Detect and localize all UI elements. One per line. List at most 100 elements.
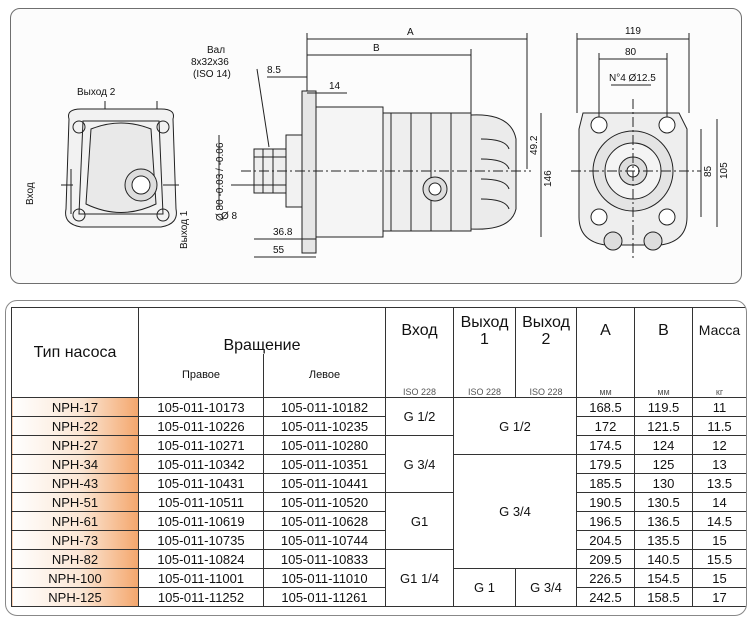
inlet-cell: G1 1/4 (385, 549, 454, 607)
unit-A: мм (576, 353, 635, 398)
dim-a-cell: 174.5 (576, 435, 635, 455)
header-outlet2-label: Выход (522, 313, 570, 331)
dim-b-cell: 158.5 (634, 587, 693, 607)
inlet-cell: G 1/2 (385, 397, 454, 436)
dim-119: 119 (625, 26, 641, 37)
pump-side-view (241, 90, 531, 254)
mass-cell: 17 (692, 587, 746, 607)
diameter-8-label: Ø 8 (221, 211, 238, 222)
dim-b-cell: 130 (634, 473, 693, 493)
dim-b-cell: 154.5 (634, 568, 693, 588)
flange-front-view (571, 99, 701, 259)
header-rotation-left: Левое (263, 353, 386, 398)
model-cell: NPH-27 (11, 435, 139, 455)
unit-outlet1-iso: ISO 228 (453, 353, 516, 398)
outlet2-cell: G 3/4 (515, 568, 577, 607)
port-side-view (61, 101, 179, 228)
right-rotation-code: 105-011-10173 (138, 397, 264, 417)
header-rotation-right: Правое (138, 353, 264, 398)
table-row: NPH-43 105-011-10431 105-011-10441 185.5… (11, 473, 746, 493)
dim-a-cell: 168.5 (576, 397, 635, 417)
right-rotation-code: 105-011-11252 (138, 587, 264, 607)
model-cell: NPH-17 (11, 397, 139, 417)
header-inlet-label: Вход (401, 322, 438, 340)
shaft-std: (ISO 14) (193, 69, 231, 80)
dim-b-cell: 121.5 (634, 416, 693, 436)
right-rotation-code: 105-011-10226 (138, 416, 264, 436)
mass-cell: 15.5 (692, 549, 746, 569)
model-cell: NPH-43 (11, 473, 139, 493)
left-rotation-code: 105-011-11261 (263, 587, 386, 607)
outlet-cell: G 3/4 (453, 454, 577, 569)
right-rotation-code: 105-011-10735 (138, 530, 264, 550)
dim-85: 85 (703, 165, 714, 177)
dim-a-cell: 204.5 (576, 530, 635, 550)
header-rotation: Вращение (138, 307, 386, 354)
right-rotation-code: 105-011-10431 (138, 473, 264, 493)
table-row: NPH-27 105-011-10271 105-011-10280 G 3/4… (11, 435, 746, 493)
dim-a-cell: 196.5 (576, 511, 635, 531)
dim-14: 14 (329, 81, 341, 92)
mass-cell: 12 (692, 435, 746, 455)
table-row: NPH-100 105-011-11001 105-011-11010 G 1 … (11, 568, 746, 607)
dim-a-cell: 209.5 (576, 549, 635, 569)
right-rotation-code: 105-011-10511 (138, 492, 264, 512)
bolt-holes-label: N°4 Ø12.5 (609, 73, 656, 84)
shaft-title: Вал (207, 45, 225, 56)
table-row: NPH-17 105-011-10173 105-011-10182 G 1/2… (11, 397, 746, 455)
outlet1-cell: G 1 (453, 568, 516, 607)
outlet-cell: G 1/2 (453, 397, 577, 455)
table-row: NPH-51 105-011-10511 105-011-10520 G1 19… (11, 492, 746, 550)
technical-drawing: A B 8.5 14 36.8 55 49.2 146 119 80 85 10… (10, 8, 742, 284)
dim-b-cell: 136.5 (634, 511, 693, 531)
pump-drawing-svg: A B 8.5 14 36.8 55 49.2 146 119 80 85 10… (25, 26, 730, 259)
dim-a-cell: 172 (576, 416, 635, 436)
header-A: A (576, 307, 635, 354)
dim-a-cell: 242.5 (576, 587, 635, 607)
right-rotation-code: 105-011-10824 (138, 549, 264, 569)
dim-B: B (373, 43, 380, 54)
left-rotation-code: 105-011-10744 (263, 530, 386, 550)
model-cell: NPH-100 (11, 568, 139, 588)
table-row: NPH-34 105-011-10342 105-011-10351 G 3/4… (11, 454, 746, 569)
model-cell: NPH-51 (11, 492, 139, 512)
table-row: NPH-61 105-011-10619 105-011-10628 196.5… (11, 511, 746, 531)
dim-a-cell: 185.5 (576, 473, 635, 493)
dim-b-cell: 119.5 (634, 397, 693, 417)
right-rotation-code: 105-011-11001 (138, 568, 264, 588)
header-mass: Масса (692, 307, 746, 354)
header-outlet1-number: 1 (480, 330, 489, 348)
unit-outlet2-iso: ISO 228 (515, 353, 577, 398)
header-inlet: Вход (385, 307, 454, 354)
inlet-cell: G 3/4 (385, 435, 454, 493)
outlet1-label: Выход 1 (179, 210, 190, 249)
dim-146: 146 (543, 170, 554, 187)
dim-b-cell: 130.5 (634, 492, 693, 512)
dim-A: A (407, 27, 414, 38)
pilot-diameter-label: Ø 80 -0.03 / -0.06 (215, 142, 226, 221)
unit-mass: кг (692, 353, 746, 398)
right-rotation-code: 105-011-10271 (138, 435, 264, 455)
table-row: NPH-125 105-011-11252 105-011-11261 242.… (11, 587, 746, 607)
mass-cell: 14.5 (692, 511, 746, 531)
inlet-label: Вход (25, 182, 36, 205)
mass-cell: 11 (692, 397, 746, 417)
dim-a-cell: 179.5 (576, 454, 635, 474)
dim-49-2: 49.2 (529, 135, 540, 155)
dim-55: 55 (273, 245, 285, 256)
mass-cell: 14 (692, 492, 746, 512)
header-B: B (634, 307, 693, 354)
left-rotation-code: 105-011-10280 (263, 435, 386, 455)
model-cell: NPH-73 (11, 530, 139, 550)
left-rotation-code: 105-011-10441 (263, 473, 386, 493)
dim-105: 105 (719, 162, 730, 179)
header-pump-type: Тип насоса (11, 307, 139, 398)
dim-a-cell: 226.5 (576, 568, 635, 588)
mass-cell: 13.5 (692, 473, 746, 493)
model-cell: NPH-61 (11, 511, 139, 531)
left-rotation-code: 105-011-10628 (263, 511, 386, 531)
model-cell: NPH-125 (11, 587, 139, 607)
mass-cell: 15 (692, 568, 746, 588)
right-rotation-code: 105-011-10342 (138, 454, 264, 474)
